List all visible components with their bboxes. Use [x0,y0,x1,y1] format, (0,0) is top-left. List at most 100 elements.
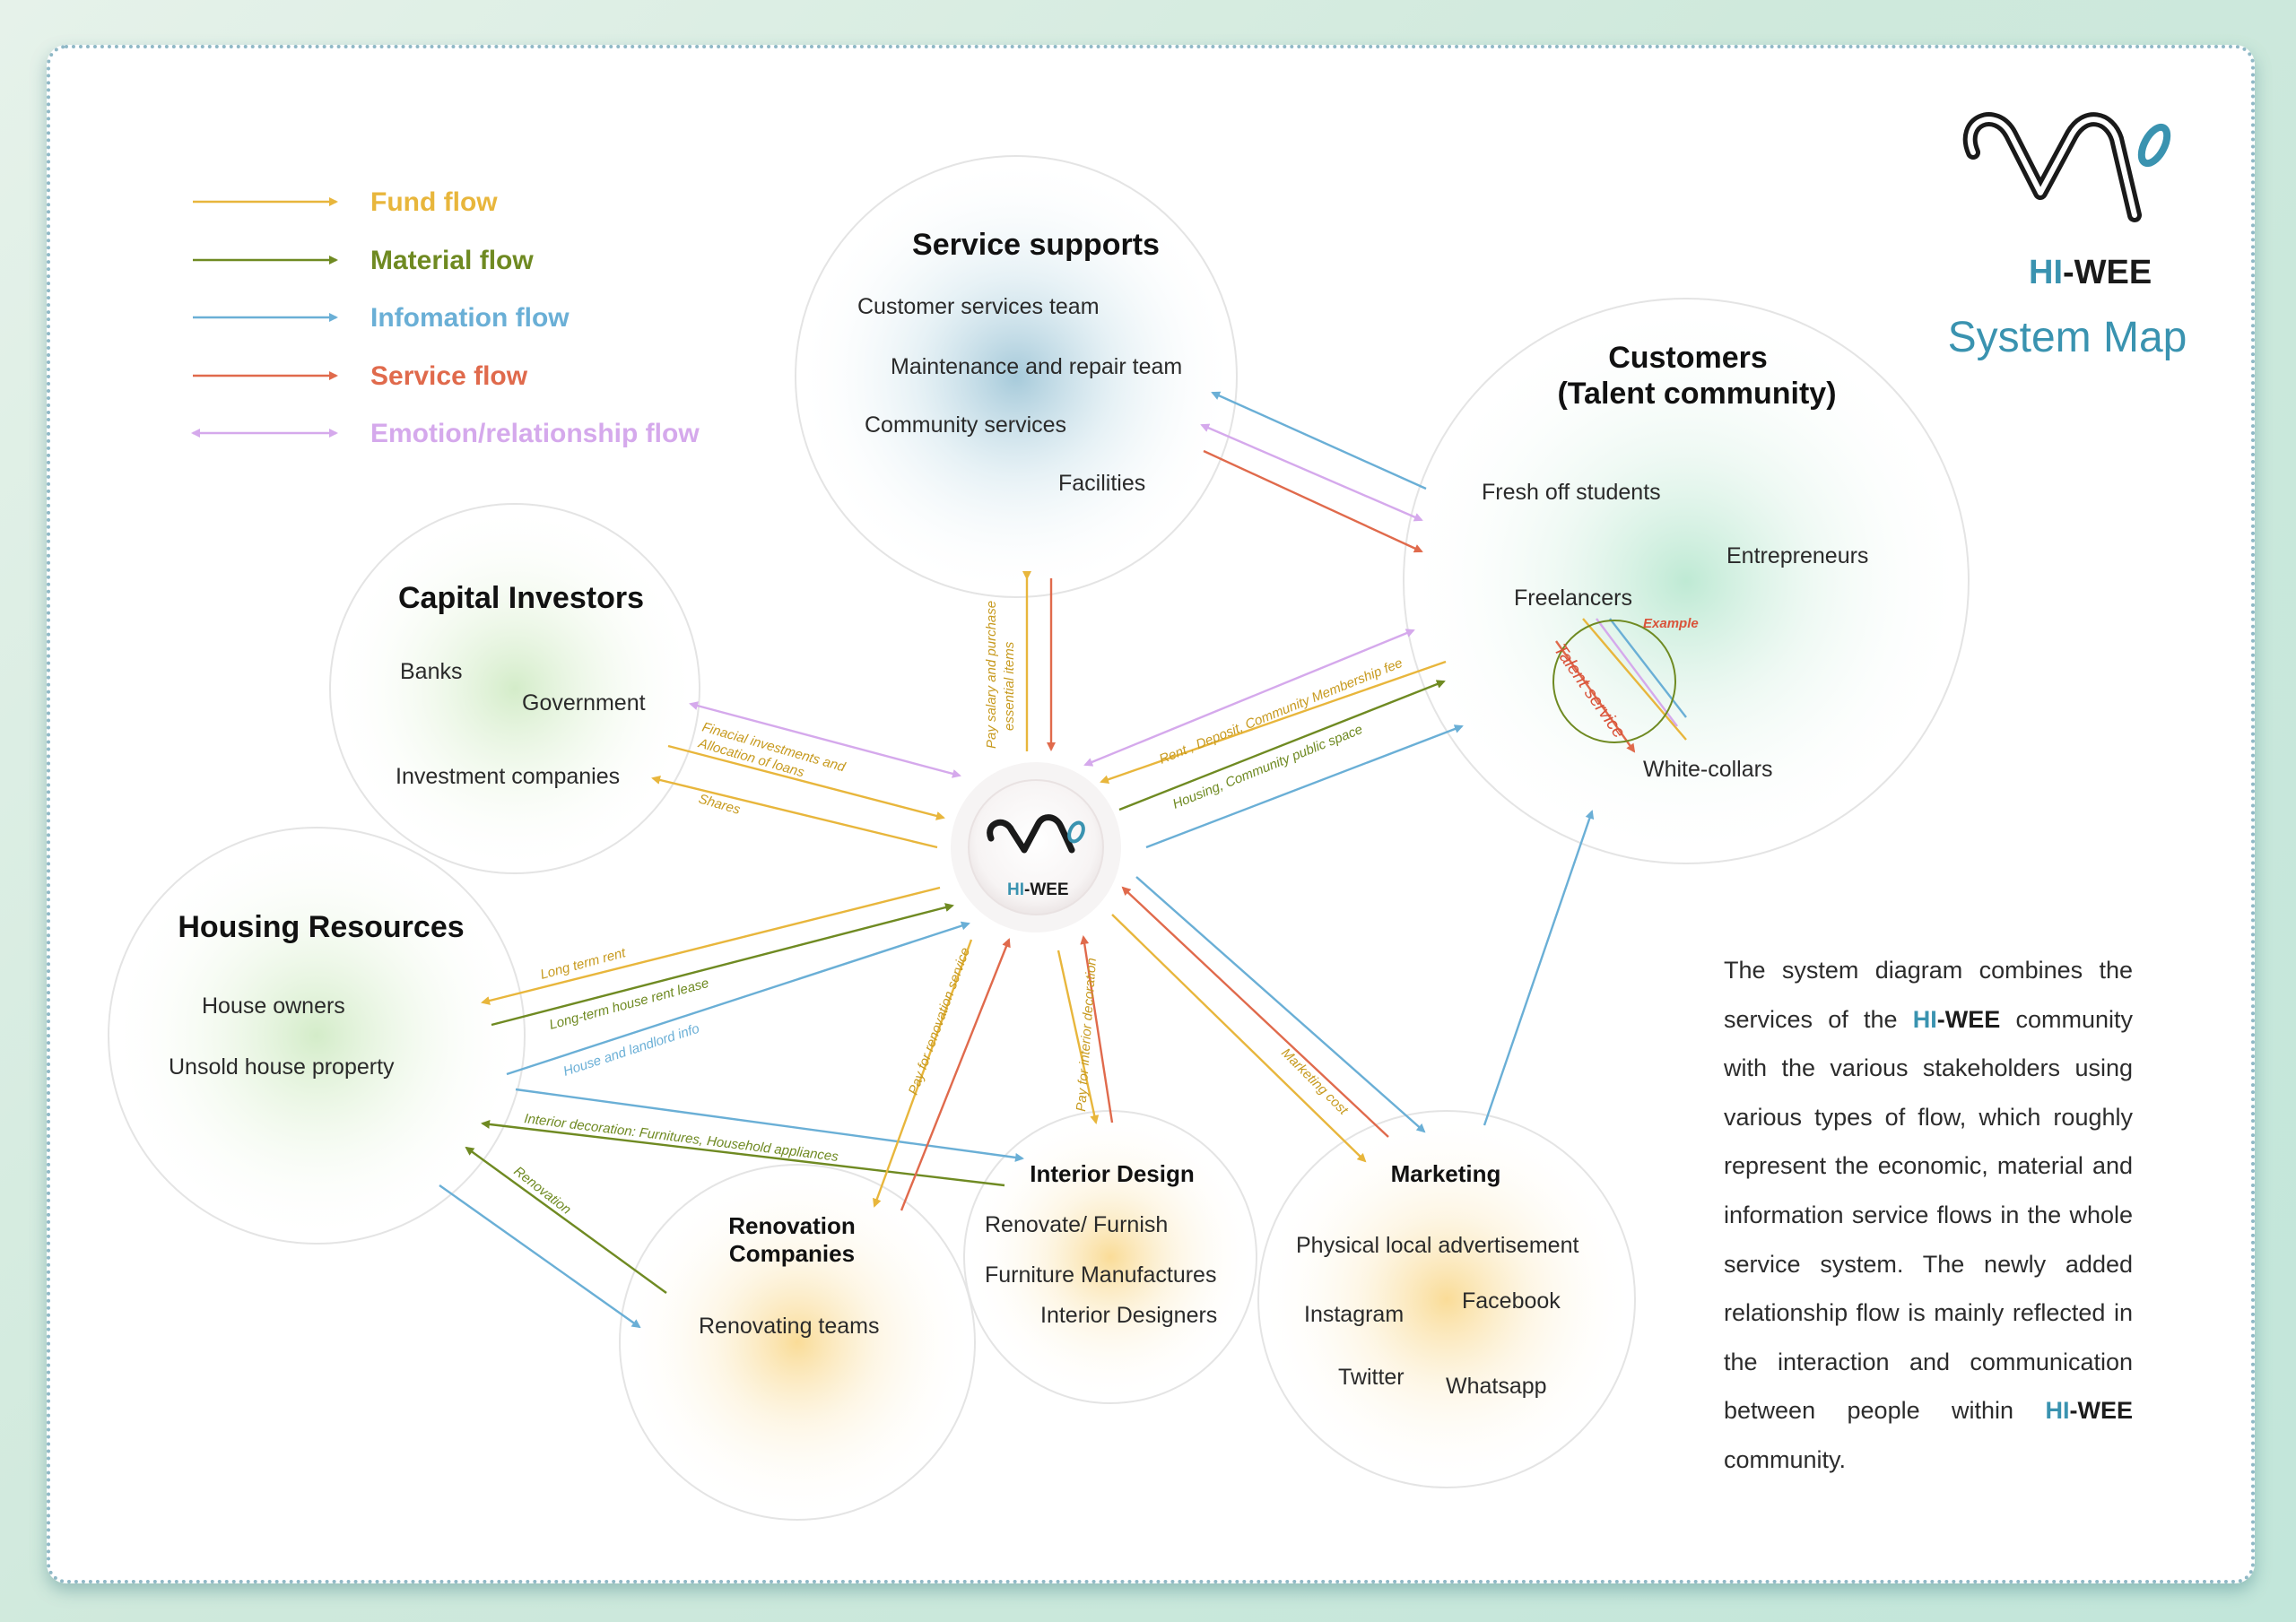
arrow-fund-center-to-housing [481,886,941,1005]
brand-logo: HI -WEE System Map [1948,112,2187,361]
description-wee: -WEE [1936,1005,2001,1033]
legend: Fund flow Material flow Infomation flow … [191,187,700,448]
service-supports-item: Facilities [1058,471,1145,496]
brand-logo-dot-icon [2137,123,2171,168]
interior-design-title: Interior Design [1030,1160,1194,1187]
arrow-info-center-to-customers [1145,724,1464,849]
hiwee-logo-dot-icon [1067,820,1085,844]
flow-label-renovation: Renovation [511,1164,574,1218]
capital-investors-title: Capital Investors [398,581,644,615]
arrow-service-to-customers [1203,449,1423,553]
marketing-item: Facebook [1462,1288,1561,1314]
marketing-item: Physical local advertisement [1296,1233,1578,1258]
description-text-3: community. [1724,1445,1847,1473]
arrow-info-center-to-marketing [1135,876,1426,1133]
center-wee-text: -WEE [1024,880,1069,899]
service-supports-item: Customer services team [857,294,1100,319]
legend-label-material: Material flow [370,246,534,275]
example-label: Example [1643,616,1699,631]
center-hiwee-node: HI -WEE [951,762,1121,932]
arrow-material-center-to-customers [1118,680,1446,811]
service-supports-title: Service supports [912,228,1160,262]
marketing-title: Marketing [1391,1160,1501,1187]
arrow-info-housing-to-renovation [439,1184,641,1329]
renovation-companies-title: Renovation [728,1212,856,1239]
node-marketing [1257,1110,1636,1488]
page-title: System Map [1948,314,2187,361]
interior-design-item: Furniture Manufactures [985,1262,1216,1288]
arrow-material-renovation-to-housing [465,1146,667,1294]
flow-label-pay-salary-2: essential items [1002,641,1017,731]
node-customers [1403,298,1970,864]
node-housing-resources [108,827,526,1245]
brand-hi-text: HI [2029,254,2063,291]
arrow-example-fund [1582,618,1687,741]
node-service-supports [795,155,1238,598]
arrow-service-interior-to-center [1080,935,1114,1123]
arrow-info-housing-to-interior [515,1088,1024,1162]
service-supports-item: Community services [865,412,1066,438]
arrow-material-interior-to-housing [481,1119,1005,1187]
arrow-fund-center-to-marketing [1111,914,1367,1163]
customers-item: Freelancers [1514,585,1632,611]
arrow-service-renovation-to-center [900,938,1011,1211]
node-interior-design [963,1110,1257,1404]
flow-label-interior-decoration: Interior decoration: Furnitures, Househo… [524,1111,840,1165]
housing-resources-texts: Housing Resources House owners Unsold ho… [169,910,465,1080]
service-supports-item: Maintenance and repair team [891,354,1182,379]
brand-wee-text: -WEE [2063,254,2152,291]
example-circle [1552,620,1676,743]
customers-item: White-collars [1643,757,1772,782]
legend-label-service: Service flow [370,361,528,391]
arrow-example-info [1609,618,1687,718]
arrow-info-customers-to-service [1211,391,1427,490]
renovation-companies-item: Renovating teams [699,1314,880,1339]
housing-resources-title: Housing Resources [178,910,464,944]
arrow-example-talent-service [1555,640,1636,753]
description-paragraph: The system diagram combines the services… [1724,946,2133,1485]
customers-title: Customers [1608,341,1768,375]
node-renovation-companies [619,1164,976,1521]
arrow-fund-customers-to-center [1100,660,1447,785]
arrow-fund-center-to-interior [1057,950,1100,1124]
arrow-fund-investors-to-center [667,744,945,820]
arrow-info-housing-to-center [506,921,970,1076]
interior-design-item: Renovate/ Furnish [985,1212,1168,1237]
arrow-relationship-investors-center [689,701,961,778]
interior-design-item: Interior Designers [1040,1303,1217,1328]
capital-investors-texts: Capital Investors Banks Government Inves… [396,581,646,789]
description-hi-2: HI [2045,1397,2070,1425]
housing-resources-item: Unsold house property [169,1054,395,1080]
node-capital-investors [329,503,700,874]
marketing-item: Instagram [1304,1302,1404,1327]
description-text-2: community with the various stakeholders … [1724,1005,2133,1425]
arrow-info-marketing-to-customers [1483,810,1595,1126]
customers-item: Entrepreneurs [1726,543,1868,568]
legend-label-info: Infomation flow [370,303,570,333]
description-wee-2: -WEE [2069,1397,2134,1425]
legend-label-relationship: Emotion/relationship flow [370,419,700,448]
renovation-companies-title-2: Companies [729,1240,855,1267]
capital-investors-item: Investment companies [396,764,620,789]
center-hi-text: HI [1007,880,1024,899]
customers-texts: Customers (Talent community) Fresh off s… [1482,341,1868,782]
arrow-service-marketing-to-center [1121,886,1389,1138]
arrow-example-relationship [1596,618,1678,727]
hiwee-logo-mark-icon [987,814,1075,854]
marketing-texts: Marketing Physical local advertisement I… [1296,1160,1578,1399]
arrow-material-housing-to-center [491,903,954,1027]
arrow-fund-center-to-renovation [873,939,973,1208]
interior-design-texts: Interior Design Renovate/ Furnish Furnit… [985,1160,1217,1328]
description-text-1: The system diagram combines the services… [1724,957,2133,1033]
marketing-item: Whatsapp [1446,1374,1547,1399]
legend-label-fund: Fund flow [370,187,498,217]
marketing-item: Twitter [1338,1365,1405,1390]
arrow-relationship-center-customers [1083,629,1415,767]
capital-investors-item: Banks [400,659,462,684]
description-hi: HI [1912,1005,1937,1033]
housing-resources-item: House owners [202,993,345,1019]
flow-label-pay-salary: Pay salary and purchase [984,601,999,749]
arrow-relationship-service-customers [1200,423,1423,522]
arrow-fund-center-to-investors [651,776,938,849]
